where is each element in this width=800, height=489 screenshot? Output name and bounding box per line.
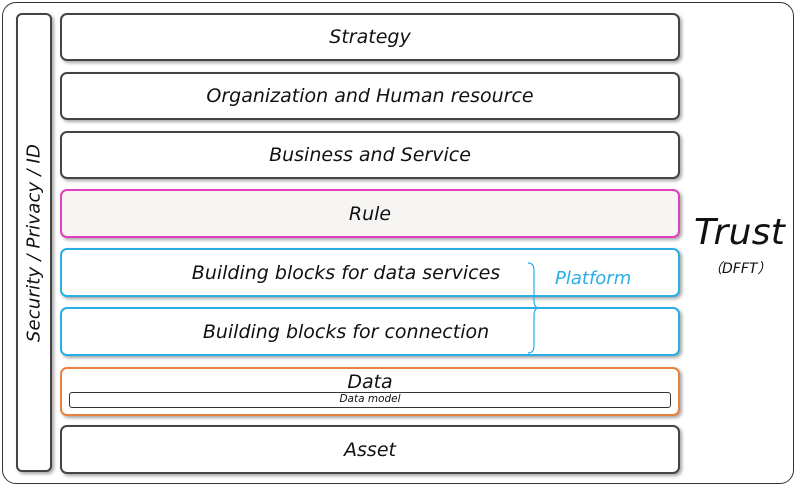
organization-layer: Organization and Human resource <box>60 72 680 120</box>
rule-label: Rule <box>348 202 392 225</box>
connection-layer: Building blocks for connection <box>60 307 680 356</box>
security-privacy-id-bar <box>16 13 52 472</box>
connection-label: Building blocks for connection <box>202 320 490 343</box>
business-service-layer: Business and Service <box>60 131 680 179</box>
organization-label: Organization and Human resource <box>206 85 534 107</box>
rule-layer: Rule <box>60 189 680 238</box>
strategy-layer: Strategy <box>60 13 680 61</box>
dfft-subtitle: （DFFT） <box>708 261 772 277</box>
data-label: Data <box>347 371 393 393</box>
platform-bracket <box>527 262 540 354</box>
security-privacy-id-label: Security / Privacy / ID <box>23 143 45 343</box>
business-service-label: Business and Service <box>269 144 471 166</box>
data-services-label: Building blocks for data services <box>191 261 501 284</box>
strategy-label: Strategy <box>329 26 411 48</box>
data-layer: Data Data model <box>60 367 680 416</box>
platform-label: Platform <box>555 268 632 289</box>
asset-label: Asset <box>344 438 396 461</box>
data-services-layer: Building blocks for data services <box>60 248 680 297</box>
trust-title: Trust <box>694 212 786 253</box>
asset-layer: Asset <box>60 425 680 474</box>
data-model-box: Data model <box>69 392 671 408</box>
